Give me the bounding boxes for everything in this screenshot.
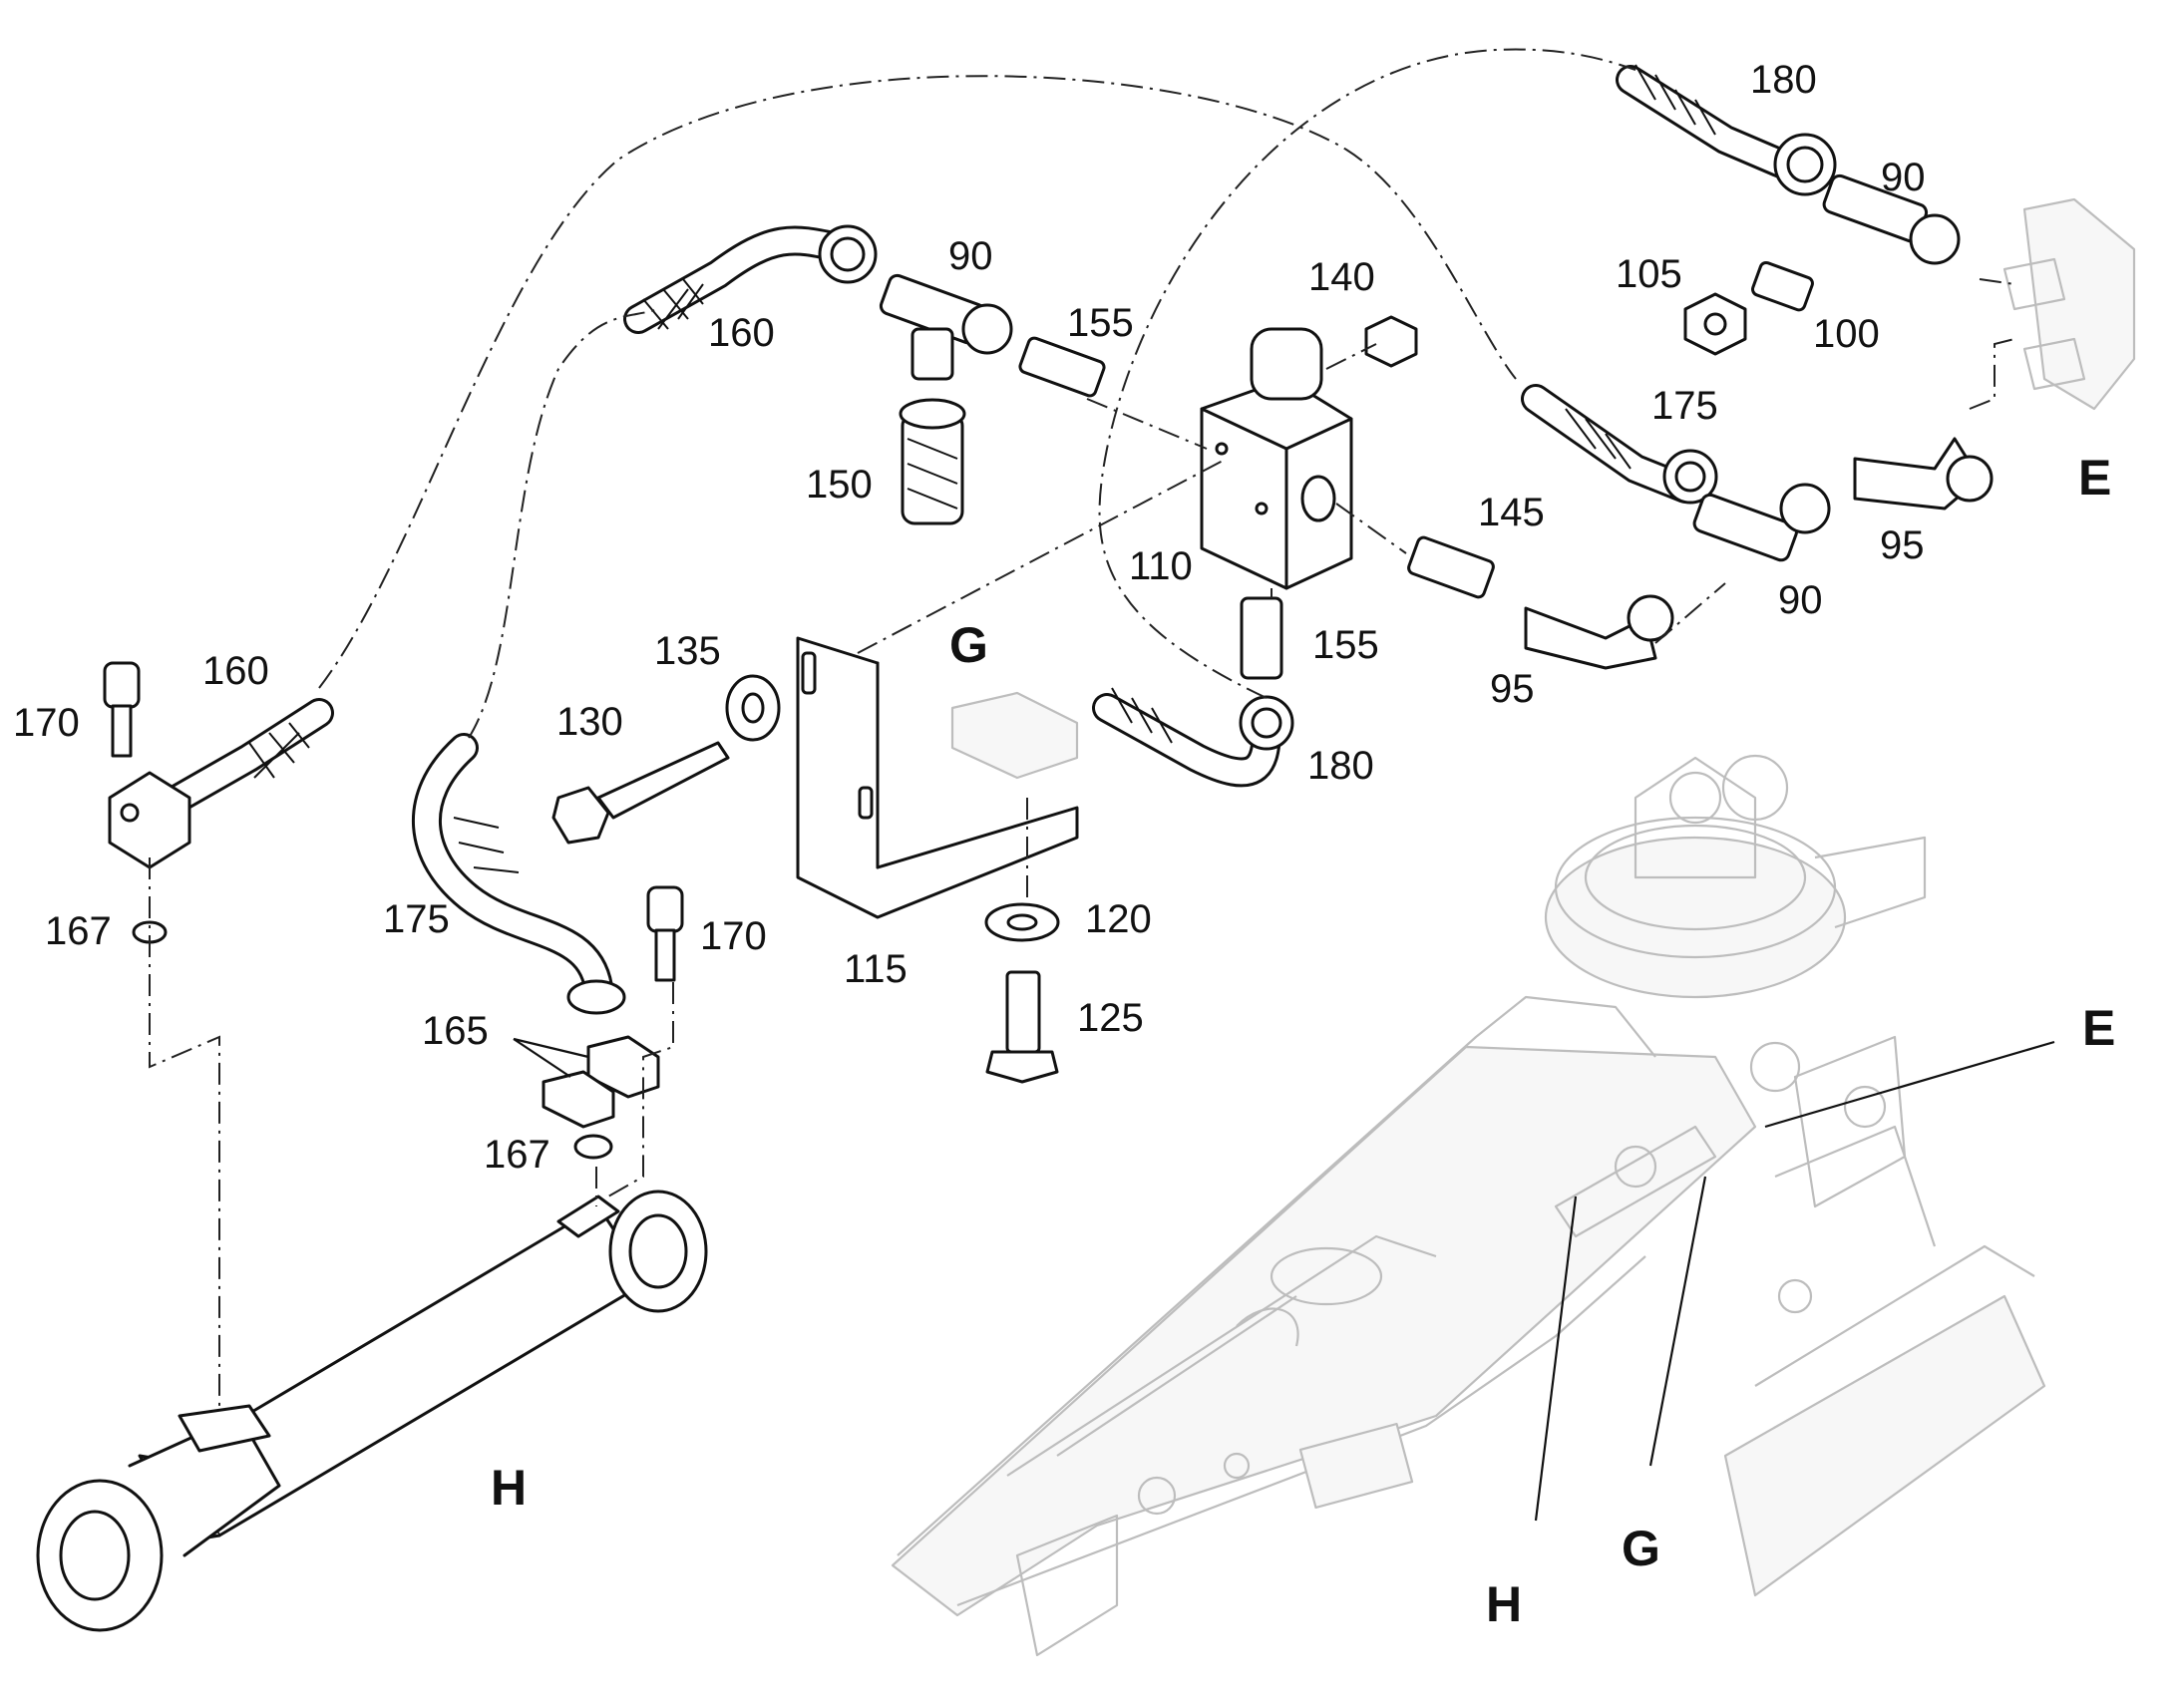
nut-140 (1364, 315, 1418, 368)
adapter-155-upper (1018, 336, 1106, 398)
callout-145: 145 (1478, 491, 1545, 534)
callout-120: 120 (1085, 897, 1152, 941)
callout-130: 130 (556, 700, 623, 744)
valve-block-110 (1200, 327, 1353, 590)
washer-120 (984, 902, 1060, 942)
adapter-145 (1407, 535, 1495, 599)
callout-180-lower: 180 (1307, 744, 1374, 788)
callout-160-lower: 160 (202, 649, 269, 693)
view-label-g-machine: G (1622, 1521, 1660, 1576)
hose-180-lower (1092, 687, 1294, 788)
callout-90-upper: 90 (948, 234, 993, 278)
callout-labels: 180 90 105 100 140 90 160 155 175 150 14… (13, 58, 1926, 1177)
spacer-plate (950, 691, 1079, 780)
callout-95-lower: 95 (1490, 667, 1535, 711)
callout-155-lower: 155 (1312, 623, 1379, 667)
plug-100 (1751, 260, 1814, 312)
callout-100: 100 (1813, 312, 1880, 356)
callout-167-right: 167 (484, 1133, 550, 1177)
callout-140: 140 (1308, 255, 1375, 299)
hose-175-upper (1521, 384, 1718, 505)
coupling-e (2002, 197, 2136, 411)
view-labels: E G H E H G (491, 450, 2115, 1632)
callout-135: 135 (654, 629, 721, 673)
screw-170-left (103, 661, 141, 758)
callout-110: 110 (1129, 544, 1193, 588)
machine-frame-illustration (891, 754, 2046, 1657)
callout-175-upper: 175 (1651, 384, 1718, 428)
nut-105 (1683, 292, 1747, 356)
hose-175-lower (411, 733, 626, 1015)
callout-170-left: 170 (13, 701, 80, 745)
view-label-h-machine: H (1486, 1576, 1522, 1632)
bolt-130 (551, 741, 730, 845)
callout-160-upper: 160 (708, 311, 775, 355)
callout-155-upper: 155 (1067, 301, 1134, 345)
callout-105: 105 (1616, 252, 1682, 296)
bolt-125 (985, 970, 1059, 1084)
callout-95-right: 95 (1880, 523, 1925, 567)
screw-170-right (646, 885, 684, 982)
routing-lines (149, 48, 2015, 1406)
leader-lines (513, 1037, 2055, 1522)
tee-fitting-90-upper (879, 273, 1013, 381)
view-label-h-cylinder: H (491, 1460, 527, 1516)
hose-160-upper (623, 224, 878, 334)
view-label-e-top: E (2078, 450, 2111, 506)
tee-fitting-90-right-mid (1692, 483, 1831, 562)
callout-180-top: 180 (1750, 58, 1817, 102)
callout-150: 150 (806, 463, 873, 507)
hydraulic-cylinder (36, 1190, 708, 1632)
callout-125: 125 (1077, 996, 1144, 1040)
hose-150 (899, 398, 966, 525)
view-label-g-top: G (949, 617, 988, 673)
washer-167-right (573, 1134, 613, 1160)
callout-167-left: 167 (45, 909, 112, 953)
view-label-e-machine: E (2082, 1000, 2115, 1056)
hose-180-upper (1616, 64, 1837, 196)
adapter-155-lower (1240, 596, 1283, 680)
clamp-halves-165 (542, 1035, 660, 1129)
callout-170-right: 170 (700, 914, 767, 958)
elbow-95-right (1853, 437, 1994, 511)
tee-fitting-90-right-top (1822, 173, 1961, 265)
callout-165: 165 (422, 1009, 489, 1053)
callout-90-mid-right: 90 (1778, 578, 1823, 622)
bracket-115 (796, 636, 1079, 919)
callout-115: 115 (844, 947, 908, 991)
elbow-95-lower (1524, 594, 1674, 670)
callout-175-lower: 175 (383, 897, 450, 941)
washer-135 (725, 674, 781, 742)
callout-90-top-right: 90 (1881, 156, 1926, 199)
hose-160-lower (108, 698, 334, 869)
